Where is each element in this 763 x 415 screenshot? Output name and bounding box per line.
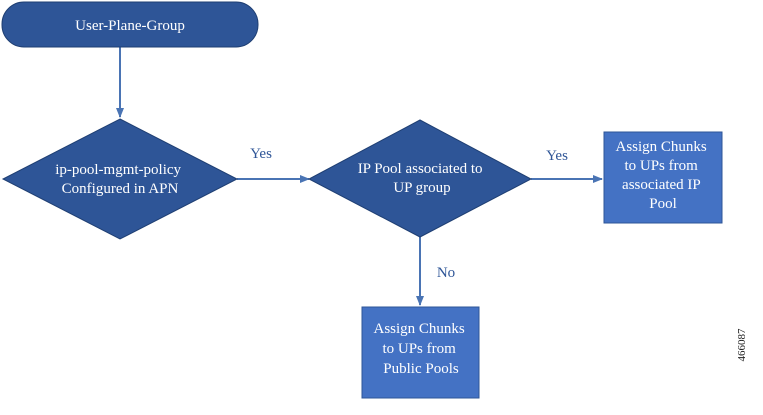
assign-associated-pool-box xyxy=(603,131,723,224)
decision-pool-line-1: IP Pool associated to xyxy=(358,161,483,177)
decision-pool-line-2: UP group xyxy=(393,180,450,196)
edge-label-pool-yes: Yes xyxy=(546,148,568,164)
decision-pool-label: IP Pool associated to UP group xyxy=(358,161,487,196)
figure-id: 466087 xyxy=(736,328,748,362)
edge-label-policy-yes: Yes xyxy=(250,146,272,162)
decision-policy-label: ip-pool-mgmt-policy Configured in APN xyxy=(55,162,185,197)
assign-associated-line-1: Assign Chunks xyxy=(615,139,706,155)
assign-associated-label: Assign Chunks to UPs from associated IP … xyxy=(615,139,710,212)
decision-policy-configured xyxy=(1,118,239,240)
assign-associated-line-2: to UPs from xyxy=(624,158,698,174)
assign-public-line-1: Assign Chunks xyxy=(373,321,464,337)
assign-public-line-2: to UPs from xyxy=(382,341,456,357)
edge-label-pool-no: No xyxy=(437,265,455,281)
assign-associated-line-3: associated IP xyxy=(622,177,700,193)
decision-policy-line-2: Configured in APN xyxy=(62,181,179,197)
decision-pool-associated xyxy=(307,119,533,238)
start-node xyxy=(1,1,259,48)
assign-associated-line-4: Pool xyxy=(649,196,677,212)
start-node-label: User-Plane-Group xyxy=(75,18,185,34)
assign-public-pools-box xyxy=(361,306,480,399)
assign-public-line-3: Public Pools xyxy=(383,361,459,377)
assign-public-label: Assign Chunks to UPs from Public Pools xyxy=(373,321,468,377)
decision-policy-line-1: ip-pool-mgmt-policy xyxy=(55,162,181,178)
